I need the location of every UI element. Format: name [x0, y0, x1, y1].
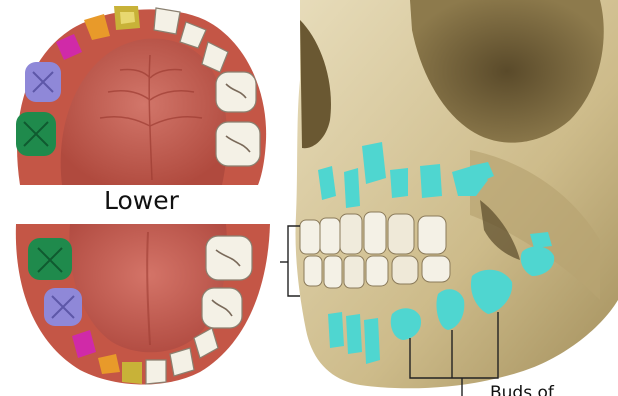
lower-label: Lower [104, 186, 180, 215]
upper-right-molar-1 [216, 72, 256, 112]
caption-partial: Buds of [490, 383, 555, 396]
upper-dental-arch [16, 6, 266, 185]
lower-right-molar-2 [206, 236, 252, 280]
lower-right-incisor-1 [146, 360, 166, 384]
upper-right-incisor-1 [154, 8, 180, 34]
lower-dental-arch [16, 224, 270, 385]
skull [295, 0, 618, 388]
lower-left-molar-green [28, 238, 72, 280]
lower-left-molar-purple [44, 288, 82, 326]
upper-left-molar-green [16, 112, 56, 156]
arch-divider: Lower [0, 185, 275, 221]
upper-right-molar-2 [216, 122, 260, 166]
upper-left-central-incisor-yellow [114, 6, 140, 30]
lower-right-molar-1 [202, 288, 242, 328]
lower-left-central-incisor-yellow [122, 362, 142, 384]
upper-left-molar-purple [25, 62, 61, 102]
